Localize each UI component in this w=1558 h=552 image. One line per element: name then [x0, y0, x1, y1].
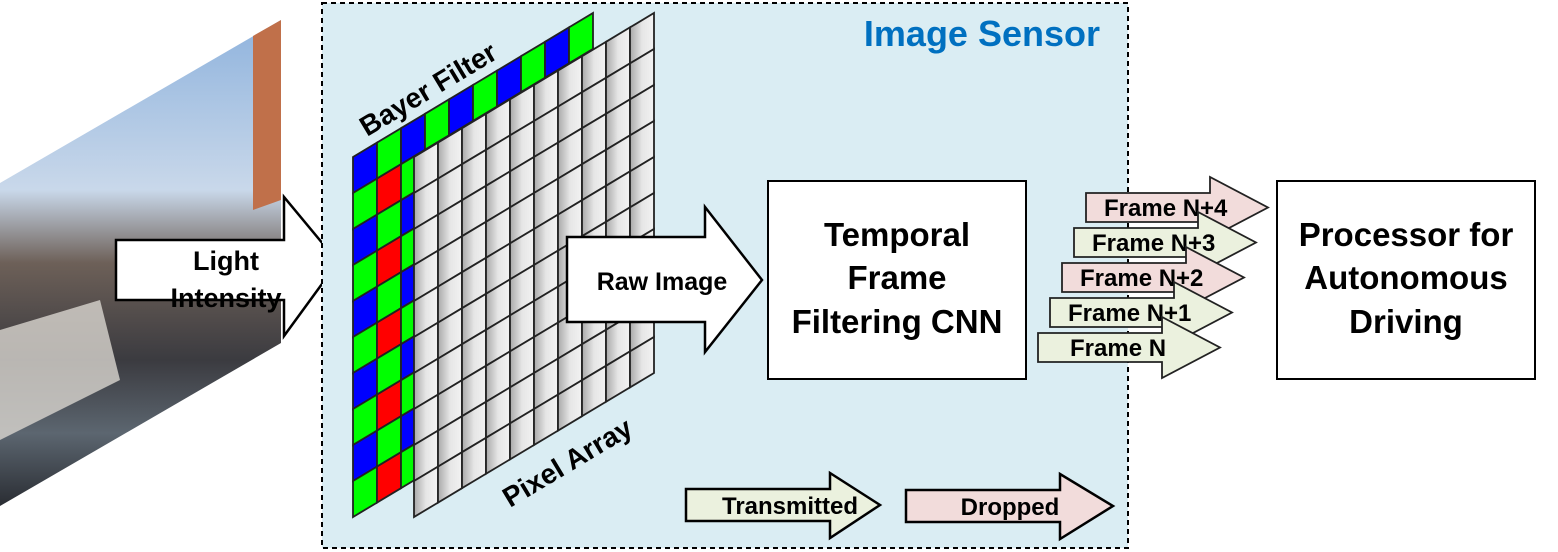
frame-arrow-shape [1085, 175, 1270, 240]
raw-image-label: Raw Image [597, 268, 728, 296]
frame-label: Frame N [1070, 335, 1166, 362]
frame-arrow-shape [1049, 280, 1234, 345]
light-label-1: Light [193, 246, 259, 276]
frame-arrow-dropped: Frame N+4 [1085, 175, 1270, 240]
temporal-cnn-box: Temporal Frame Filtering CNN [767, 180, 1027, 380]
legend-transmitted-label: Transmitted [722, 493, 858, 520]
light-label-2: Intensity [170, 283, 281, 313]
car [0, 300, 120, 440]
brick-building [253, 20, 281, 210]
image-sensor-title: Image Sensor [864, 13, 1100, 54]
legend-dropped-label: Dropped [961, 494, 1060, 521]
light-intensity-arrow: Light Intensity [114, 193, 340, 340]
processor-box: Processor for Autonomous Driving [1276, 180, 1536, 380]
pixel-array-grid [413, 11, 655, 519]
legend-transmitted: Transmitted [684, 470, 883, 541]
raw-image-arrow: Raw Image [565, 203, 764, 356]
processor-line-2: Autonomous [1304, 259, 1507, 296]
frame-arrow-transmitted: Frame N [1037, 315, 1222, 380]
frame-arrow-shape [1061, 245, 1246, 310]
frame-arrow-shape [1037, 315, 1222, 380]
processor-line-1: Processor for [1299, 216, 1514, 253]
frame-arrow-shape [1073, 210, 1258, 275]
cnn-line-1: Temporal [824, 216, 970, 253]
processor-line-3: Driving [1349, 303, 1463, 340]
legend-dropped: Dropped [904, 471, 1116, 542]
cnn-line-2: Frame [847, 259, 946, 296]
cnn-line-3: Filtering CNN [792, 303, 1003, 340]
pixel-cell [629, 335, 655, 389]
frame-arrow-transmitted: Frame N+3 [1073, 210, 1258, 275]
